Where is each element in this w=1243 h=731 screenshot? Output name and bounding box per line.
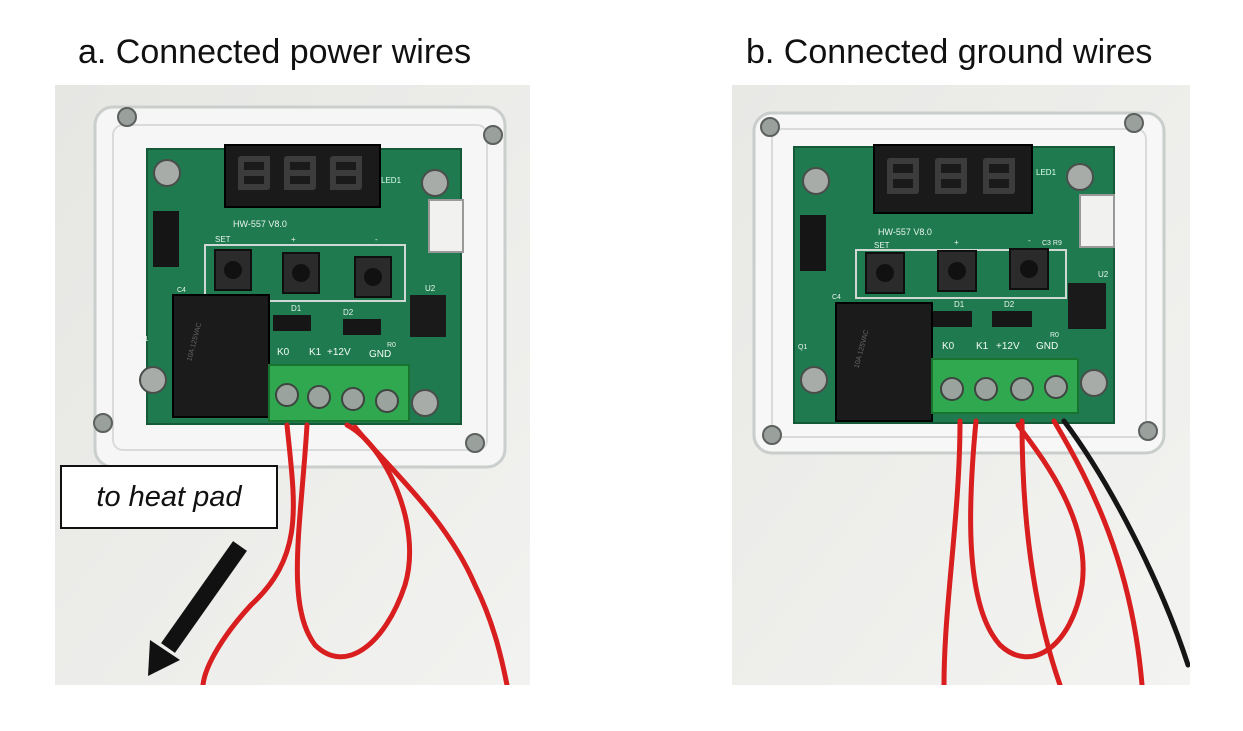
svg-text:SET: SET	[215, 235, 231, 244]
svg-text:K0: K0	[277, 347, 290, 358]
svg-text:D1: D1	[291, 304, 302, 313]
svg-text:D2: D2	[1004, 300, 1015, 309]
svg-text:R0: R0	[1050, 332, 1059, 339]
svg-text:C4: C4	[832, 294, 841, 301]
svg-text:K1: K1	[976, 341, 989, 352]
svg-text:U2: U2	[425, 284, 436, 293]
svg-text:+12V: +12V	[327, 347, 351, 358]
svg-text:U2: U2	[1098, 270, 1109, 279]
svg-text:GND: GND	[369, 349, 391, 360]
red-wire	[294, 422, 412, 660]
svg-text:+: +	[954, 238, 959, 247]
svg-text:-: -	[1028, 236, 1031, 245]
svg-text:D1: D1	[954, 300, 965, 309]
svg-text:Q1: Q1	[139, 336, 148, 343]
svg-text:-: -	[375, 235, 378, 244]
svg-text:Q1: Q1	[798, 344, 807, 351]
panel-b-photo: LED1 HW-557 V8.0 SET + - U2 D1 D2 10A 12…	[732, 85, 1190, 685]
svg-text:+12V: +12V	[996, 341, 1020, 352]
panel-a-photo: LED1 HW-557 V8.0 SET + - U2 D1 D2 10A 12…	[55, 85, 530, 685]
svg-text:+: +	[291, 235, 296, 244]
svg-text:LED1: LED1	[381, 176, 402, 185]
red-wire	[200, 422, 296, 685]
relay	[172, 294, 270, 418]
heat-pad-callout: to heat pad	[60, 465, 278, 529]
svg-text:D2: D2	[343, 308, 354, 317]
svg-text:K0: K0	[942, 341, 955, 352]
svg-text:R0: R0	[387, 342, 396, 349]
svg-text:SET: SET	[874, 241, 890, 250]
svg-text:LED1: LED1	[1036, 168, 1057, 177]
svg-text:HW-557 V8.0: HW-557 V8.0	[233, 219, 287, 229]
svg-text:HW-557 V8.0: HW-557 V8.0	[878, 227, 932, 237]
svg-text:GND: GND	[1036, 341, 1058, 352]
panel-b-caption: b. Connected ground wires	[746, 33, 1153, 71]
red-wire	[352, 424, 510, 685]
panel-a-caption: a. Connected power wires	[78, 33, 472, 71]
svg-text:C4: C4	[177, 287, 186, 294]
svg-text:K1: K1	[309, 347, 322, 358]
svg-text:C3 R9: C3 R9	[1042, 240, 1062, 247]
